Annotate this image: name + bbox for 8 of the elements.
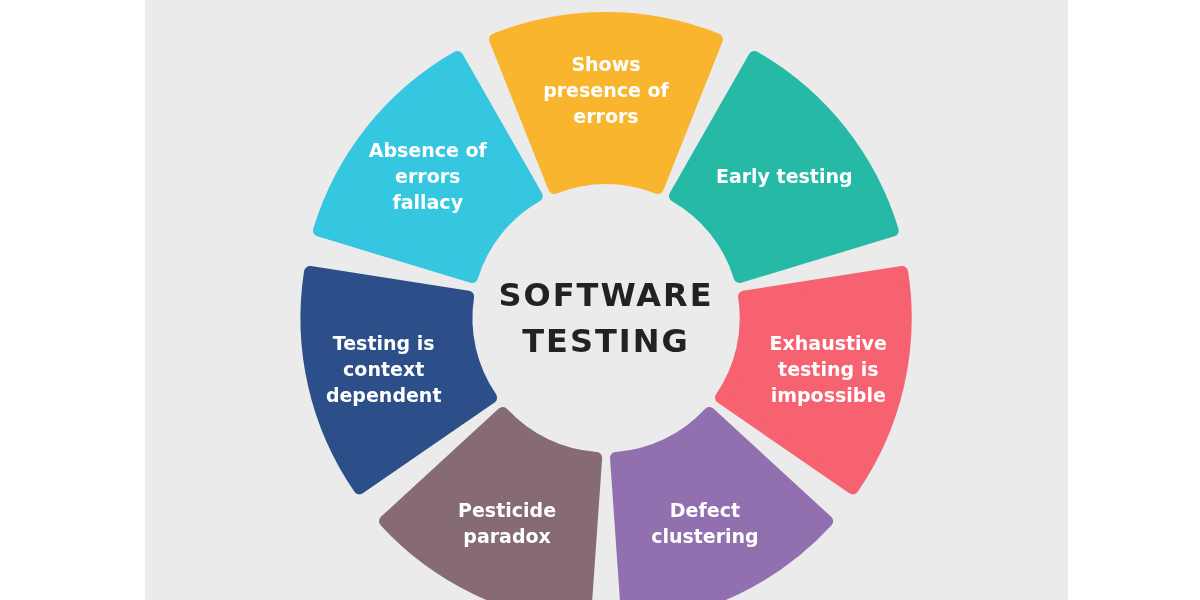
segment-label: Defect clustering [650,498,760,550]
segment-label: Absence of errors fallacy [367,137,488,215]
segment-label: Pesticide paradox [457,498,558,550]
segment-label: Testing is context dependent [324,330,443,408]
segment-label: Early testing [714,163,854,189]
segment-label: Exhaustive testing is impossible [768,330,888,408]
segment-label: Shows presence of errors [542,52,670,129]
diagram-title: SOFTWARE TESTING [497,275,715,362]
